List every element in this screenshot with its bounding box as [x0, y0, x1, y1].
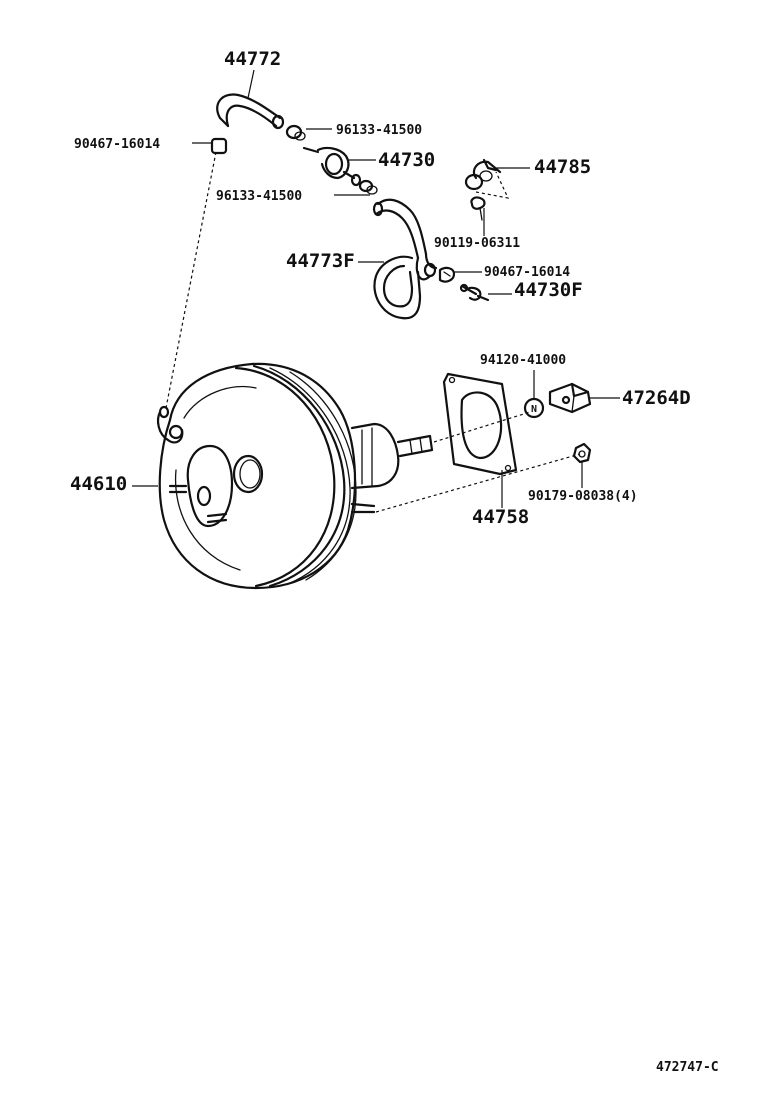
leader-44772	[247, 69, 255, 99]
connection-dotted-line	[165, 151, 217, 409]
hose-44772	[216, 93, 285, 130]
label-94120: 94120-41000	[480, 353, 566, 368]
fitting-44730F	[459, 283, 490, 302]
gasket-44758	[442, 372, 518, 476]
clip-90467-mid	[438, 266, 456, 283]
label-44785: 44785	[534, 156, 591, 178]
label-96133-mid: 96133-41500	[216, 189, 302, 204]
check-valve-44730	[302, 146, 362, 187]
label-90179: 90179-08038(4)	[528, 489, 638, 504]
nut-94120: N	[523, 397, 545, 419]
brake-booster-44610	[157, 362, 434, 590]
elbow-44785	[464, 158, 510, 221]
label-90467-top: 90467-16014	[74, 137, 160, 152]
label-44610: 44610	[70, 473, 127, 495]
label-44773F: 44773F	[286, 250, 355, 272]
dash-rod-to-nut	[433, 411, 531, 443]
label-96133-top: 96133-41500	[336, 123, 422, 138]
label-44730: 44730	[378, 149, 435, 171]
label-44772: 44772	[224, 48, 281, 70]
label-47264D: 47264D	[622, 387, 691, 409]
figure-code: 472747-C	[656, 1060, 719, 1075]
label-44730F: 44730F	[514, 279, 583, 301]
label-44758: 44758	[472, 506, 529, 528]
nut-mark-label: N	[531, 404, 537, 415]
clamp-96133-top	[285, 124, 306, 141]
dash-bolt-to-nut	[375, 453, 581, 513]
label-90119: 90119-06311	[434, 236, 520, 251]
clip-90467-top	[210, 137, 228, 155]
nut-90179	[572, 442, 592, 464]
clamp-96133-mid	[358, 179, 378, 195]
label-90467-mid: 90467-16014	[484, 265, 570, 280]
hose-44773F	[372, 198, 438, 320]
clevis-47264D	[548, 382, 592, 414]
